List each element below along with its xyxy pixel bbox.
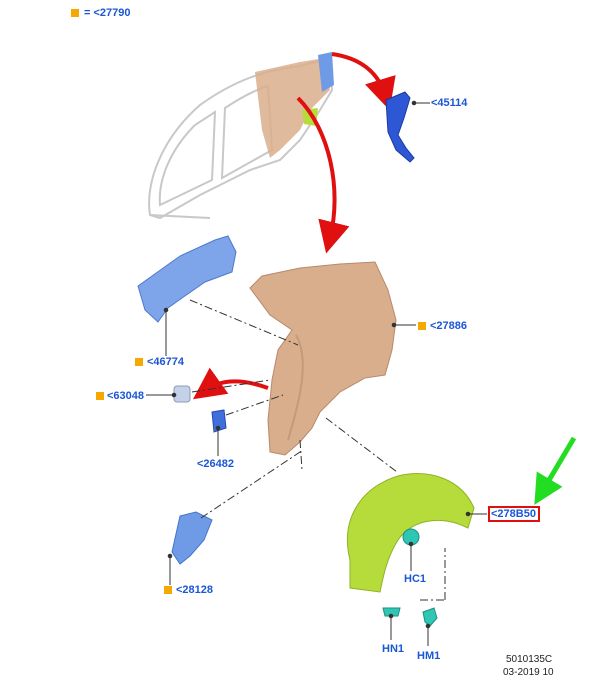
part-63048-bumper [173, 385, 191, 403]
green-indicator-arrow [534, 436, 577, 505]
highlight-box [488, 506, 540, 522]
red-arrow-bumper [192, 367, 269, 400]
label-28128[interactable]: <28128 [176, 584, 214, 596]
legend-square [164, 586, 172, 594]
label-hc1[interactable]: HC1 [404, 573, 427, 585]
label-hm1[interactable]: HM1 [417, 650, 441, 662]
red-arrow-main [296, 96, 350, 254]
part-28128-bracket [171, 511, 213, 565]
legend-square [96, 392, 104, 400]
legend-square [418, 322, 426, 330]
red-arrow-upper [331, 52, 396, 111]
wheelhouse-arch-detail [287, 334, 304, 441]
label-45114[interactable]: <45114 [431, 97, 468, 109]
label-27886[interactable]: <27886 [430, 320, 468, 332]
fastener-hn1 [382, 607, 401, 617]
label-46774[interactable]: <46774 [147, 356, 185, 368]
legend-text: = <27790 [84, 7, 131, 19]
part-45114-bracket [385, 91, 415, 163]
part-26482-bracket [211, 409, 227, 433]
part-27886-wheelhouse [249, 261, 397, 456]
diagram-code: 5010135C [506, 654, 553, 665]
assembly-lines [189, 299, 446, 601]
label-278b50[interactable]: <278B50 [491, 508, 536, 520]
label-26482[interactable]: <26482 [197, 458, 235, 470]
legend-square [135, 358, 143, 366]
label-63048[interactable]: <63048 [107, 390, 145, 402]
label-hn1[interactable]: HN1 [382, 643, 405, 655]
leader-lines [146, 100, 487, 646]
part-278b50-liner [346, 473, 475, 593]
legend-square [71, 9, 79, 17]
body-side-frame [148, 56, 334, 220]
fastener-hm1 [422, 607, 438, 627]
part-46774-panel [137, 235, 237, 323]
diagram-date: 03-2019 10 [503, 667, 554, 678]
